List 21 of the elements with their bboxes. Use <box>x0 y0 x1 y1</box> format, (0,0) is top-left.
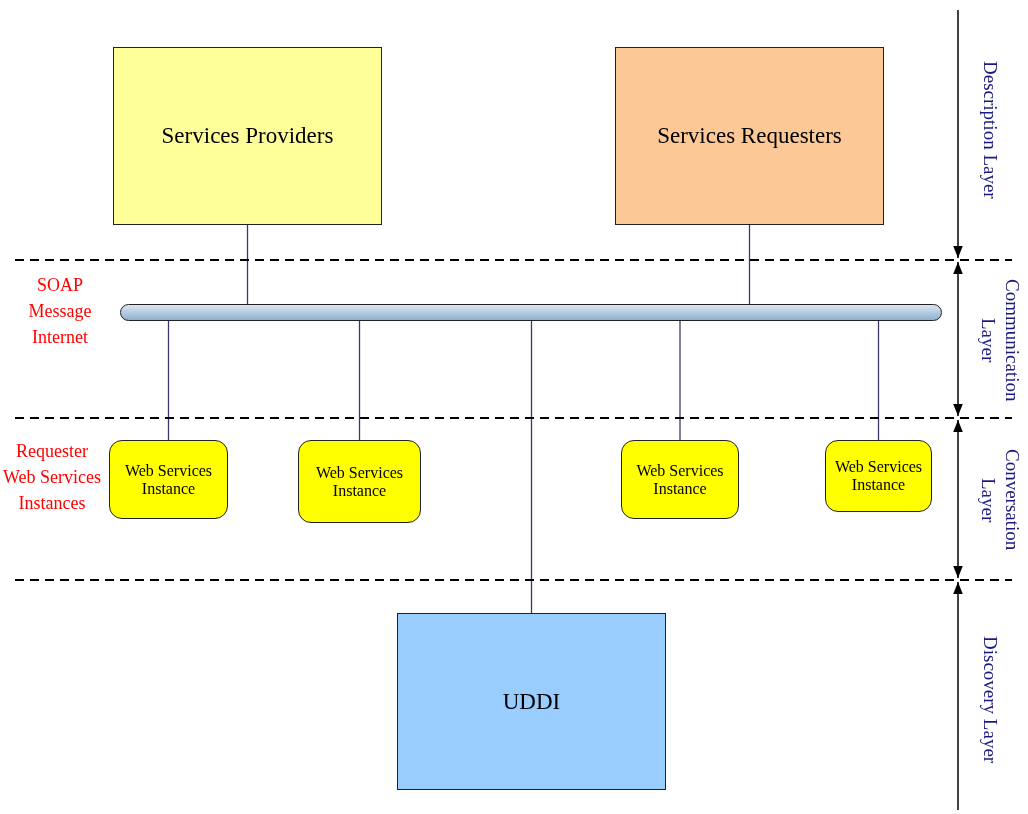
connector-line <box>246 224 249 305</box>
connector-line <box>877 320 880 441</box>
layer-label: Discovery Layer <box>978 635 1002 766</box>
message-bus-pipe <box>120 304 942 321</box>
layer-label: Communication Layer <box>976 277 1024 404</box>
connector-line <box>358 320 361 441</box>
instances-label: Requester Web Services Instances <box>2 440 102 516</box>
service-instance-box: Web Services Instance <box>621 440 739 519</box>
service-instance-box: Web Services Instance <box>825 440 932 512</box>
service-instance-box: Web Services Instance <box>298 440 421 523</box>
layer-label: Conversation Layer <box>976 448 1024 553</box>
connector-line <box>167 320 170 441</box>
provider-box: Services Providers <box>113 47 382 225</box>
connector-line <box>748 224 751 305</box>
network-label: SOAP Message Internet <box>27 274 93 350</box>
layer-label: Description Layer <box>978 60 1002 201</box>
connector-line <box>530 320 533 614</box>
service-instance-box: Web Services Instance <box>109 440 228 519</box>
connector-line <box>679 320 681 441</box>
registry-box: UDDI <box>397 613 666 790</box>
requester-box: Services Requesters <box>615 47 884 225</box>
